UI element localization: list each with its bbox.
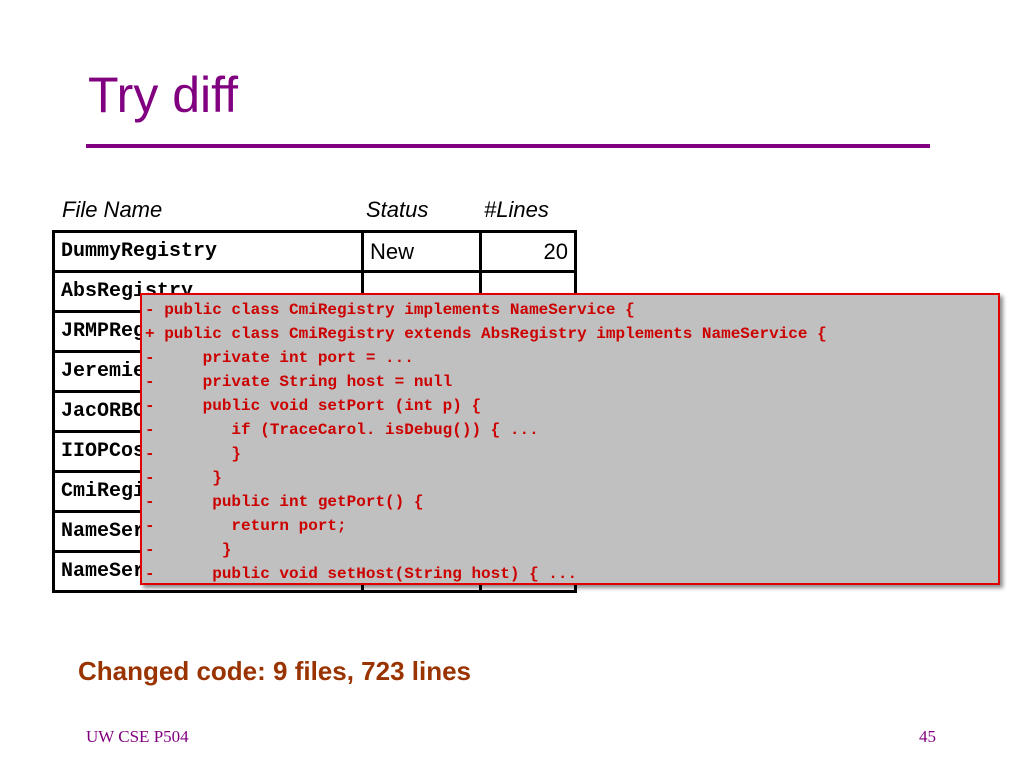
diff-line: + public class CmiRegistry extends AbsRe… [145, 325, 827, 343]
column-header-status: Status [366, 197, 429, 222]
changed-code-summary: Changed code: 9 files, 723 lines [78, 656, 472, 686]
diff-line: - public void setPort (int p) { [145, 397, 482, 415]
status-cell: New [361, 230, 482, 273]
title-underline [86, 144, 930, 148]
diff-line: - private int port = ... [145, 349, 414, 367]
diff-line: - return port; [145, 517, 347, 535]
diff-line: - public void setHost(String host) { ... [145, 565, 578, 583]
diff-line: - } [145, 541, 232, 559]
footer-course-label: UW CSE P504 [86, 727, 189, 746]
diff-line: - } [145, 469, 222, 487]
diff-line: - public int getPort() { [145, 493, 424, 511]
slide-title: Try diff [88, 67, 239, 123]
diff-line: - if (TraceCarol. isDebug()) { ... [145, 421, 539, 439]
diff-line: - } [145, 445, 242, 463]
column-header-lines: #Lines [484, 197, 549, 222]
line-count-cell: 20 [479, 230, 577, 273]
diff-line: - public class CmiRegistry implements Na… [145, 301, 635, 319]
slide-number: 45 [919, 727, 936, 746]
table-row: DummyRegistry New 20 [52, 230, 577, 273]
column-header-file-name: File Name [62, 197, 163, 222]
diff-line: - private String host = null [145, 373, 453, 391]
diff-code-box: - public class CmiRegistry implements Na… [140, 293, 1000, 585]
file-name-cell: DummyRegistry [52, 230, 364, 273]
